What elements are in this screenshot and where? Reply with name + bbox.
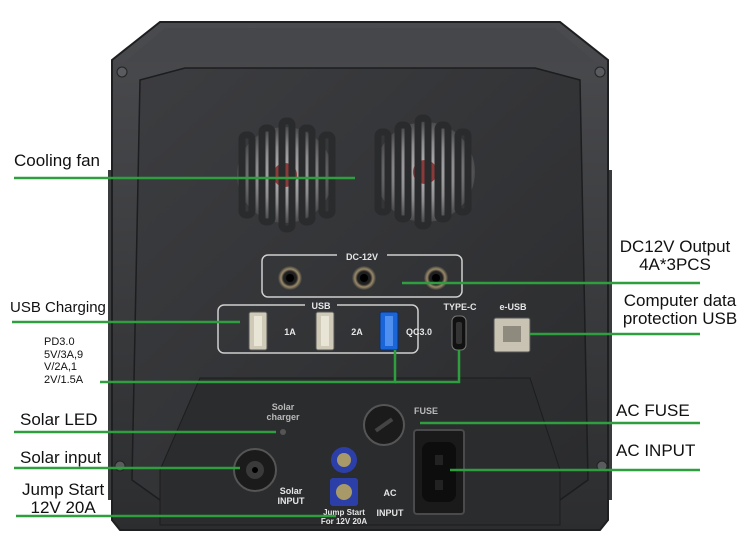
vent-slot	[298, 124, 316, 226]
lower-panel	[159, 377, 561, 526]
vent-slot	[238, 131, 256, 219]
cooling-fan-callout: Cooling fan	[14, 151, 101, 170]
jump-start-callout: Jump Start 12V 20A	[22, 481, 104, 517]
usb-group-label: USB	[311, 301, 331, 311]
vent-slot	[278, 117, 296, 233]
solar-led-callout: Solar LED	[20, 410, 98, 429]
vent-slot	[394, 121, 412, 223]
solar-input-callout: Solar input	[20, 448, 102, 467]
ac-input-socket[interactable]	[413, 429, 465, 515]
computer-usb-callout-line1: Computer data	[623, 291, 737, 310]
vent-slot	[318, 131, 336, 219]
usb-charging-callout: USB Charging	[10, 299, 106, 316]
vent-slot	[434, 121, 452, 223]
usb-port-2a[interactable]	[315, 311, 335, 351]
usb-port-1a[interactable]	[248, 311, 268, 351]
e-usb-label: e-USB	[499, 302, 527, 312]
vent-slot	[374, 128, 392, 216]
fuse-holder[interactable]	[363, 404, 405, 446]
usb-2a-label: 2A	[351, 327, 363, 337]
e-usb-port[interactable]	[493, 317, 531, 353]
fuse-label: FUSE	[414, 406, 438, 416]
screw-top-right	[594, 66, 606, 78]
screw-top-left	[116, 66, 128, 78]
dc-port-1[interactable]	[278, 266, 302, 290]
leader-lines	[12, 176, 700, 518]
ac-input-callout: AC INPUT	[616, 441, 696, 460]
pd-spec-callout: PD3.0 5V/3A,9 V/2A,1 2V/1.5A	[44, 336, 83, 387]
computer-usb-callout: Computer data protection USB	[616, 292, 744, 328]
type-c-label: TYPE-C	[443, 302, 477, 312]
pd-spec-line-1: PD3.0	[44, 336, 75, 348]
jump-start-connector-bottom[interactable]	[330, 478, 358, 506]
usb-1a-label: 1A	[284, 327, 296, 337]
usb-port-qc3[interactable]	[379, 311, 399, 351]
pd-spec-line-2: 5V/3A,9	[44, 348, 84, 361]
dc-port-3[interactable]	[424, 266, 448, 290]
dc-output-label: DC-12V	[346, 252, 378, 262]
vent-slot	[414, 114, 432, 230]
solar-input-port[interactable]	[233, 448, 277, 492]
jump-start-callout-line1: Jump Start	[22, 480, 105, 499]
type-c-port[interactable]	[451, 315, 467, 351]
vent-slot	[258, 124, 276, 226]
dc-output-callout-line2: 4A*3PCS	[639, 254, 711, 274]
pd-spec-line-3: V/2A,1	[44, 361, 78, 374]
solar-led	[280, 429, 286, 435]
dc-output-callout-line1: DC12V Output	[619, 237, 731, 256]
fan-vent-grille	[238, 114, 472, 233]
qc3-label: QC3.0	[406, 327, 432, 337]
jump-start-callout-line2: 12V 20A	[30, 497, 96, 517]
pd-spec-line-4: 2V/1.5A	[44, 373, 84, 386]
computer-usb-callout-line2: protection USB	[622, 308, 738, 328]
top-bevel	[125, 28, 595, 62]
vent-slot	[454, 128, 472, 216]
ac-fuse-callout: AC FUSE	[616, 401, 690, 420]
dc-output-callout: DC12V Output 4A*3PCS	[616, 238, 734, 274]
dc-port-2[interactable]	[352, 266, 376, 290]
jump-start-connector-top[interactable]	[331, 447, 357, 473]
screw-bottom-left	[114, 460, 126, 472]
